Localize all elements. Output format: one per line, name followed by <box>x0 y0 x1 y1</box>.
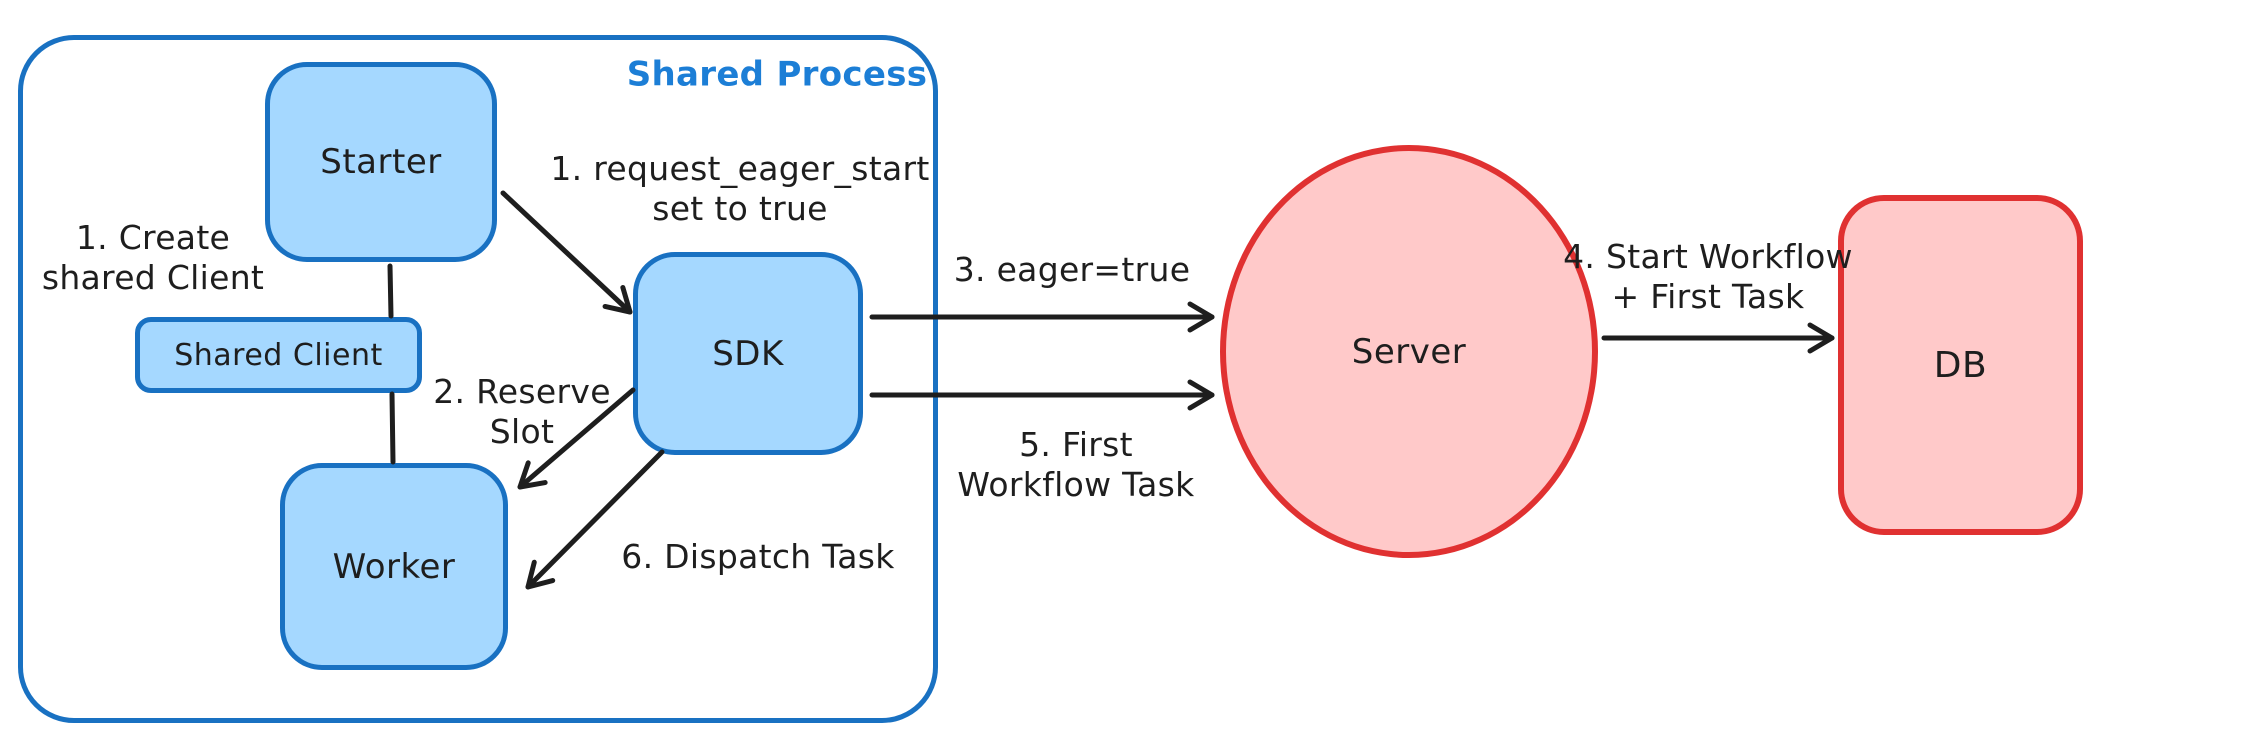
annotation-reserve-slot: 2. Reserve Slot <box>433 371 611 451</box>
server-node: Server <box>1220 145 1598 558</box>
annotation-create-shared-client: 1. Create shared Client <box>41 217 265 297</box>
worker-label: Worker <box>332 546 456 587</box>
annotation-dispatch-task: 6. Dispatch Task <box>621 536 895 576</box>
shared-client-label: Shared Client <box>174 337 383 373</box>
annotation-start-workflow-first-task: 4. Start Workflow + First Task <box>1563 236 1853 316</box>
annotation-eager-true: 3. eager=true <box>953 249 1191 289</box>
starter-node: Starter <box>265 62 497 262</box>
starter-label: Starter <box>320 142 442 182</box>
server-label: Server <box>1351 331 1467 372</box>
db-node: DB <box>1838 195 2083 535</box>
db-label: DB <box>1933 344 1988 386</box>
annotation-request-eager-start: 1. request_eager_start set to true <box>550 148 930 228</box>
shared-client-node: Shared Client <box>135 317 422 393</box>
shared-process-title: Shared Process <box>626 54 928 95</box>
shared-process-frame <box>18 35 938 723</box>
annotation-first-workflow-task: 5. First Workflow Task <box>957 424 1195 504</box>
worker-node: Worker <box>280 463 508 670</box>
sdk-node: SDK <box>633 252 863 455</box>
sdk-label: SDK <box>712 333 784 374</box>
